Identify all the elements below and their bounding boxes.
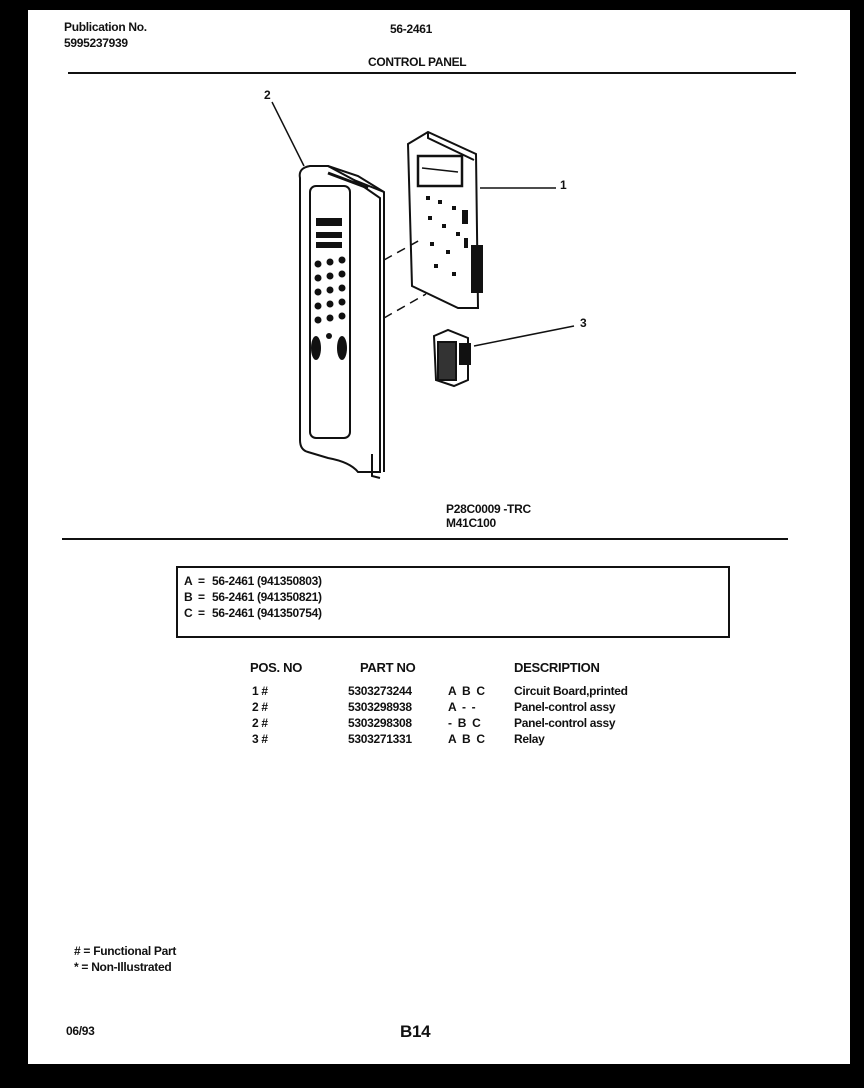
row-pos: 3 # <box>252 732 268 746</box>
callout-1: 1 <box>560 178 567 192</box>
row-description: Circuit Board,printed <box>514 684 628 698</box>
callout-3: 3 <box>580 316 587 330</box>
note-symbol: * <box>74 960 79 974</box>
column-header-pos: POS. NO <box>250 660 303 675</box>
row-part-number: 5303298308 <box>348 716 412 730</box>
row-part-number: 5303298938 <box>348 700 412 714</box>
model-reference: 56-2461 <box>390 22 432 36</box>
column-header-part: PART NO <box>360 660 416 675</box>
parts-page: Publication No. 5995237939 56-2461 CONTR… <box>28 10 850 1064</box>
legend-equals: = <box>198 590 205 604</box>
column-header-description: DESCRIPTION <box>514 660 600 675</box>
note-equals: = <box>83 944 91 958</box>
row-pos: 2 # <box>252 700 268 714</box>
exploded-view-illustration <box>271 101 575 479</box>
footer-page-number: B14 <box>400 1022 431 1041</box>
row-description: Panel-control assy <box>514 700 616 714</box>
row-part-number: 5303271331 <box>348 732 412 746</box>
legend-equals: = <box>198 606 205 620</box>
row-models: - B C <box>448 716 481 730</box>
row-models: A - - <box>448 700 476 714</box>
note-text: Functional Part <box>93 944 177 958</box>
callout-2: 2 <box>264 88 271 102</box>
legend-row: A = 56-2461 (941350803) <box>184 574 322 588</box>
legend-model: 56-2461 (941350754) <box>212 606 322 620</box>
legend-letter: A <box>184 574 193 588</box>
row-pos: 1 # <box>252 684 268 698</box>
publication-label: Publication No. <box>64 20 147 34</box>
header-rule <box>68 72 796 74</box>
legend-row: C = 56-2461 (941350754) <box>184 606 322 620</box>
publication-number: 5995237939 <box>64 36 128 50</box>
note-equals: = <box>81 960 89 974</box>
row-description: Relay <box>514 732 545 746</box>
note-symbol: # <box>74 944 81 958</box>
legend-letter: B <box>184 590 193 604</box>
row-models: A B C <box>448 732 485 746</box>
legend-model: 56-2461 (941350803) <box>212 574 322 588</box>
footer-date: 06/93 <box>66 1024 95 1038</box>
legend-equals: = <box>198 574 205 588</box>
section-title: CONTROL PANEL <box>368 55 467 69</box>
legend-letter: C <box>184 606 193 620</box>
row-description: Panel-control assy <box>514 716 616 730</box>
section-divider <box>62 538 788 540</box>
row-part-number: 5303273244 <box>348 684 412 698</box>
model-legend-box: A = 56-2461 (941350803) B = 56-2461 (9413508… <box>176 566 730 638</box>
model-code-secondary: M41C100 <box>446 516 496 530</box>
legend-model: 56-2461 (941350821) <box>212 590 322 604</box>
legend-row: B = 56-2461 (941350821) <box>184 590 322 604</box>
note-functional: # = Functional Part <box>74 944 176 958</box>
note-non-illustrated: * = Non-Illustrated <box>74 960 172 974</box>
row-models: A B C <box>448 684 485 698</box>
note-text: Non-Illustrated <box>91 960 172 974</box>
model-code-primary: P28C0009 -TRC <box>446 502 531 516</box>
row-pos: 2 # <box>252 716 268 730</box>
